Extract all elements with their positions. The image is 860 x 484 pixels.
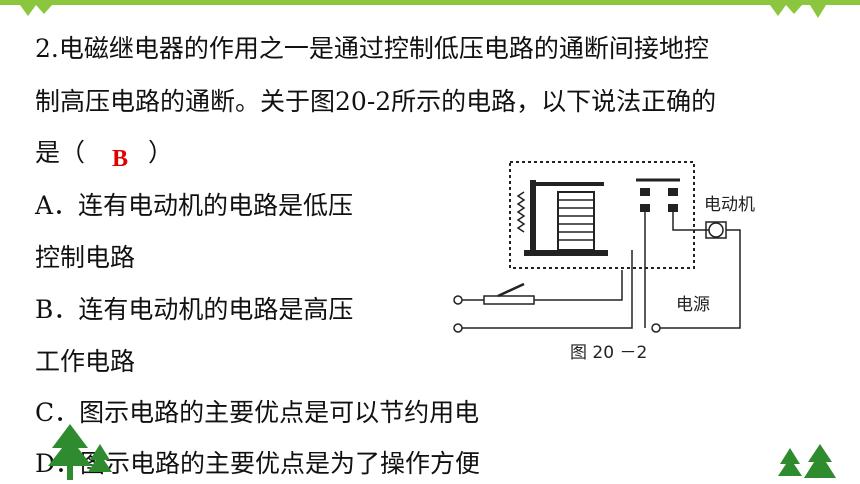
contact-right-bottom [668,204,678,212]
relay-circuit-diagram: 电动机 电源 图 20 －2 [453,161,755,363]
top-leaf-ornaments [20,5,826,18]
control-wire-1 [534,270,623,301]
motor-icon [708,222,724,238]
coil-windings [558,199,594,241]
relay-dashed-box [509,161,695,269]
control-wire-2 [462,250,633,329]
option-d: D．图示电路的主要优点是为了操作方便 [35,449,481,478]
relay-armature [532,182,604,186]
question-line-1: 2.电磁继电器的作用之一是通过控制低压电路的通断间接地控 [35,34,709,63]
option-a-line-2: 控制电路 [35,243,136,272]
terminal-1 [453,295,463,305]
motor-return-wire [656,229,741,329]
top-decoration-bar [0,0,860,18]
terminal-2 [453,323,463,333]
contact-right-top [668,188,678,196]
motor-label: 电动机 [704,195,755,215]
tree-left-ornament [48,424,112,480]
option-b-line-2: 工作电路 [35,347,136,376]
contact-left-bottom [640,204,650,212]
power-terminal [651,323,661,333]
question-line-3-end: ） [148,138,174,167]
tree-right-ornament [778,444,836,478]
top-green-stripe [0,0,860,5]
option-a-line-1: A．连有电动机的电路是低压 [35,191,354,220]
relay-base [524,250,608,256]
question-line-2: 制高压电路的通断。关于图20-2所示的电路，以下说法正确的 [35,87,717,116]
answer-mark: B [112,146,129,172]
wire-to-motor [672,212,710,231]
relay-frame-post [530,180,536,250]
contact-left-top [640,188,650,196]
switch-base [483,295,535,305]
relay-spring [516,191,526,233]
figure-caption: 图 20 －2 [570,343,647,363]
power-label: 电源 [676,295,710,315]
option-c: C．图示电路的主要优点是可以节约用电 [35,398,480,427]
question-line-3-start: 是（ [35,138,86,167]
option-b-line-1: B．连有电动机的电路是高压 [35,295,354,324]
switch-lever [497,282,525,298]
